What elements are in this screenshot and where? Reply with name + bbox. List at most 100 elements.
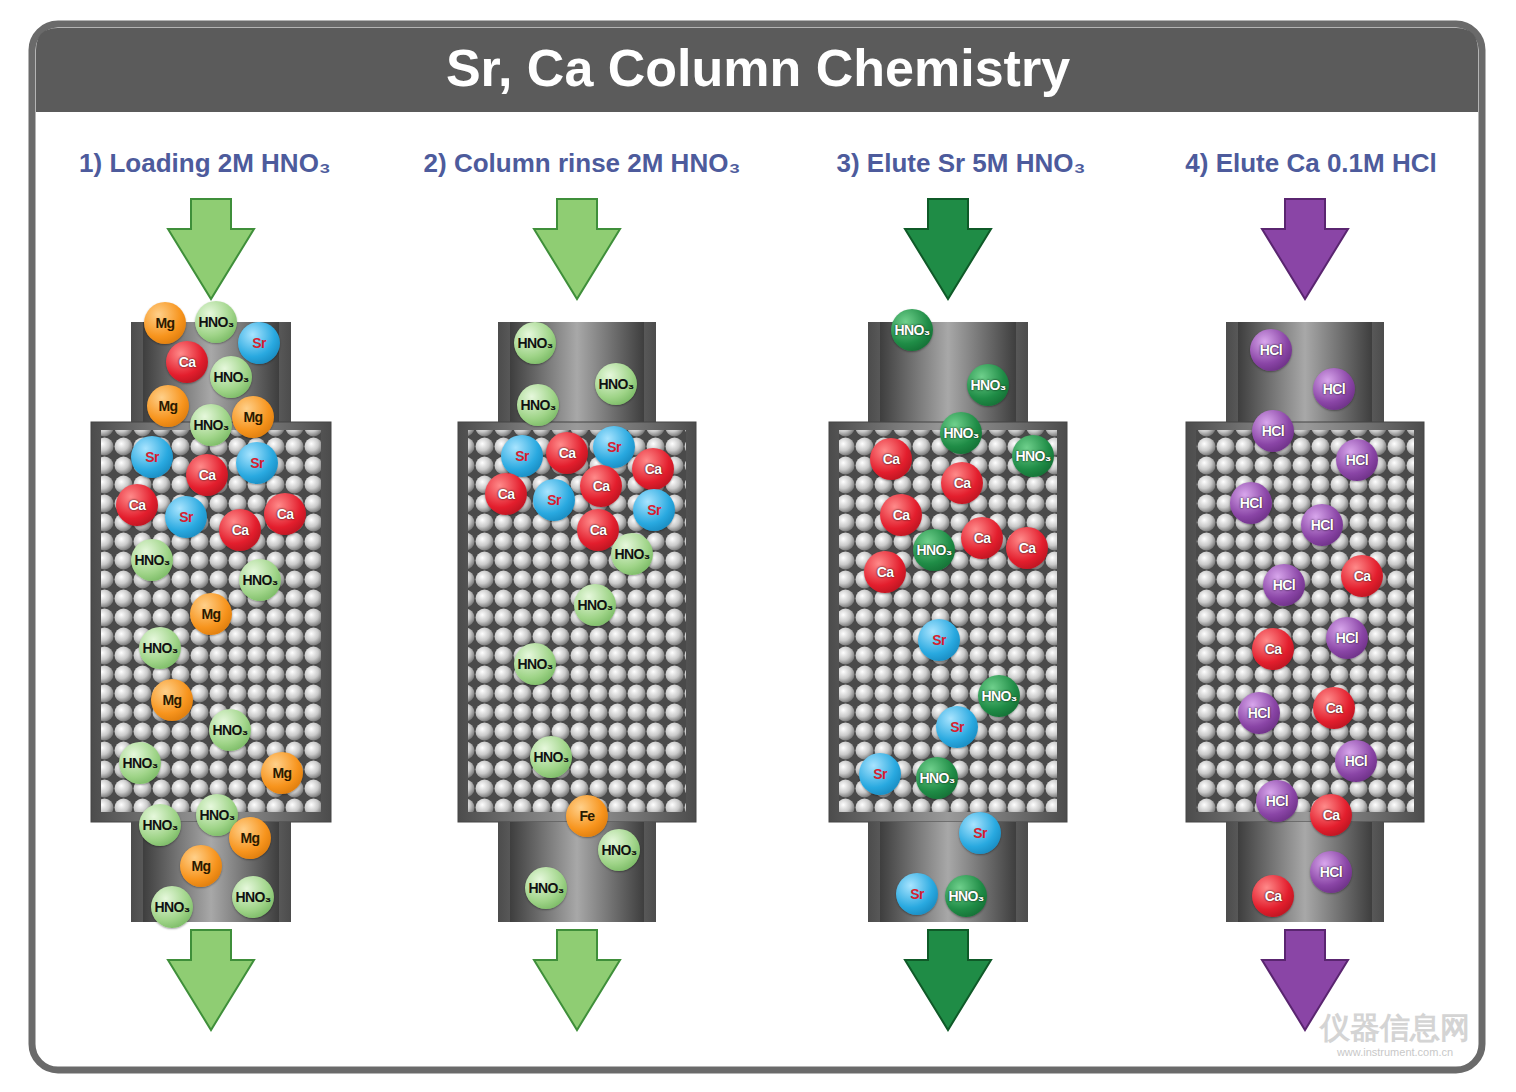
particle-label: HNO₃ — [213, 370, 248, 384]
ion-particle: HNO₃ — [139, 804, 181, 846]
column-neck-inner — [1238, 822, 1372, 922]
particle-label: Ca — [559, 446, 576, 460]
flow-arrow — [534, 930, 620, 1030]
ion-particle: HCl — [1313, 368, 1355, 410]
particle-label: Mg — [191, 859, 210, 873]
particle-label: HNO₃ — [520, 398, 555, 412]
particle-label: Mg — [240, 831, 259, 845]
column-body — [1186, 422, 1424, 822]
ion-particle: Mg — [180, 845, 222, 887]
ion-particle: HCl — [1301, 504, 1343, 546]
particle-label: Ca — [498, 487, 515, 501]
ion-particle: Ca — [166, 341, 208, 383]
ion-particle: Ca — [870, 438, 912, 480]
particle-label: Mg — [201, 607, 220, 621]
particle-label: Mg — [162, 693, 181, 707]
ion-particle: HNO₃ — [530, 736, 572, 778]
particle-label: HNO₃ — [894, 323, 929, 337]
ion-particle: Ca — [1313, 687, 1355, 729]
ion-particle: HCl — [1336, 439, 1378, 481]
ion-particle: Ca — [632, 448, 674, 490]
columns — [91, 199, 1424, 1030]
particle-label: Mg — [155, 316, 174, 330]
ion-particle: Ca — [1310, 794, 1352, 836]
step-heading: 3) Elute Sr 5M HNO₃ — [837, 148, 1086, 179]
column-neck-inner — [510, 822, 644, 922]
particle-label: Sr — [973, 826, 987, 840]
particle-label: HNO₃ — [533, 750, 568, 764]
particle-label: Fe — [579, 809, 594, 823]
ion-particle: HNO₃ — [891, 309, 933, 351]
ion-particle: Sr — [896, 873, 938, 915]
column — [1186, 322, 1424, 922]
ion-particle: HCl — [1263, 564, 1305, 606]
ion-particle: Ca — [1006, 527, 1048, 569]
step-heading: 4) Elute Ca 0.1M HCl — [1185, 148, 1436, 179]
ion-particle: Ca — [546, 432, 588, 474]
ion-particle: Sr — [131, 436, 173, 478]
particle-label: HNO₃ — [916, 543, 951, 557]
particle-label: HNO₃ — [601, 843, 636, 857]
particle-label: Ca — [1354, 569, 1371, 583]
particle-label: Ca — [877, 565, 894, 579]
ion-particle: Ca — [941, 462, 983, 504]
ion-particle: Sr — [533, 479, 575, 521]
particle-label: Ca — [883, 452, 900, 466]
particle-label: HNO₃ — [943, 426, 978, 440]
particle-label: Sr — [647, 503, 661, 517]
particle-label: Sr — [145, 450, 159, 464]
ion-particle: Ca — [219, 509, 261, 551]
ion-particle: Sr — [859, 753, 901, 795]
ion-particle: HNO₃ — [1012, 435, 1054, 477]
column-neck — [498, 322, 656, 428]
ion-particle: HCl — [1230, 482, 1272, 524]
ion-particle: Ca — [1341, 555, 1383, 597]
watermark: 仪器信息网 — [1320, 1008, 1470, 1049]
particle-label: HNO₃ — [614, 547, 649, 561]
particle-label: Sr — [250, 456, 264, 470]
step-heading: 2) Column rinse 2M HNO₃ — [424, 148, 741, 179]
ion-particle: Mg — [144, 302, 186, 344]
particle-label: HNO₃ — [122, 756, 157, 770]
frame — [32, 24, 1482, 1070]
particle-label: Ca — [645, 462, 662, 476]
particle-label: Ca — [179, 355, 196, 369]
particle-label: Ca — [1019, 541, 1036, 555]
particle-label: Ca — [1326, 701, 1343, 715]
particle-label: Ca — [1265, 642, 1282, 656]
particle-label: Mg — [272, 766, 291, 780]
particle-label: Sr — [515, 449, 529, 463]
particle-label: Sr — [873, 767, 887, 781]
particle-label: HCl — [1320, 865, 1342, 879]
title: Sr, Ca Column Chemistry — [0, 38, 1516, 98]
ion-particle: Mg — [151, 679, 193, 721]
ion-particle: Sr — [936, 706, 978, 748]
ion-particle: HNO₃ — [239, 559, 281, 601]
particle-label: HNO₃ — [1015, 449, 1050, 463]
ion-particle: HNO₃ — [525, 867, 567, 909]
ion-particle: Mg — [229, 817, 271, 859]
resin-beads — [1196, 430, 1414, 812]
particle-label: Ca — [277, 507, 294, 521]
particle-label: Sr — [932, 633, 946, 647]
ion-particle: HNO₃ — [940, 412, 982, 454]
ion-particle: Mg — [147, 385, 189, 427]
column-neck — [1226, 322, 1384, 428]
ion-particle: Sr — [918, 619, 960, 661]
particle-label: Ca — [129, 498, 146, 512]
ion-particle: HNO₃ — [978, 675, 1020, 717]
column-neck — [1226, 822, 1384, 922]
particle-label: Ca — [593, 479, 610, 493]
step-heading: 1) Loading 2M HNO₃ — [79, 148, 331, 179]
column-neck-inner — [510, 322, 644, 428]
ion-particle: HNO₃ — [119, 742, 161, 784]
ion-particle: HCl — [1250, 329, 1292, 371]
flow-arrow — [168, 199, 254, 299]
particle-label: Ca — [199, 468, 216, 482]
ion-particle: Fe — [566, 795, 608, 837]
particle-label: HCl — [1262, 424, 1284, 438]
particle-label: Sr — [547, 493, 561, 507]
ion-particle: HNO₃ — [945, 875, 987, 917]
ion-particle: Ca — [485, 473, 527, 515]
ion-particle: Ca — [116, 484, 158, 526]
